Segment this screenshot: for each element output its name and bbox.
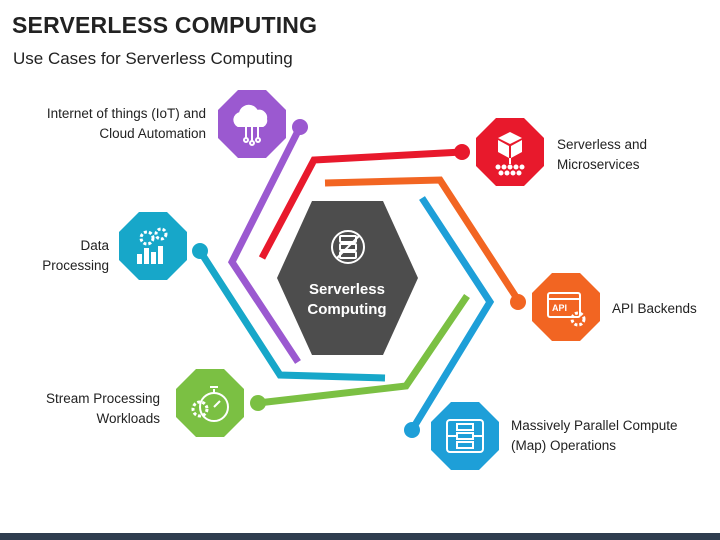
api-window-icon: API: [547, 292, 586, 327]
page-subtitle: Use Cases for Serverless Computing: [13, 49, 293, 68]
cube-network-icon: [495, 132, 525, 176]
connector-dot-micro: [454, 144, 470, 160]
ribbon-data: [197, 249, 386, 382]
badge-data: [119, 212, 187, 280]
page-title: SERVERLESS COMPUTING: [12, 12, 318, 38]
label-data: Data Processing: [42, 238, 109, 273]
server-grid-icon: [446, 419, 484, 453]
svg-text:API: API: [552, 303, 567, 313]
stopwatch-gear-icon: [191, 386, 229, 422]
connector-dot-data: [192, 243, 208, 259]
badge-api: API: [532, 273, 600, 341]
badge-parallel: [431, 402, 499, 470]
badge-stream: [176, 369, 244, 437]
connector-dot-parallel: [404, 422, 420, 438]
no-server-icon: [331, 230, 365, 264]
center-hexagon: [277, 201, 418, 355]
label-parallel: Massively Parallel Compute (Map) Operati…: [511, 418, 678, 453]
ribbon-api: [324, 176, 521, 302]
ribbon-micro: [258, 148, 463, 260]
footer-bar: [0, 533, 720, 540]
center-label: Serverless Computing: [282, 280, 412, 320]
label-micro: Serverless and Microservices: [557, 137, 648, 172]
connector-dot-stream: [250, 395, 266, 411]
ribbon-parallel: [409, 196, 495, 432]
badge-iot: [218, 90, 286, 158]
label-stream: Stream Processing Workloads: [45, 391, 160, 426]
gear-chart-icon: [137, 227, 168, 264]
connector-dot-api: [510, 294, 526, 310]
ribbon-iot: [227, 125, 304, 364]
cloud-network-icon: [233, 104, 268, 146]
center-label-line2: Computing: [307, 301, 387, 318]
label-iot: Internet of things (IoT) and Cloud Autom…: [46, 106, 206, 141]
center-label-line1: Serverless: [309, 281, 385, 298]
connector-dot-iot: [292, 119, 308, 135]
badge-micro: [476, 118, 544, 186]
label-api: API Backends: [612, 301, 697, 316]
ribbon-stream: [257, 294, 470, 407]
